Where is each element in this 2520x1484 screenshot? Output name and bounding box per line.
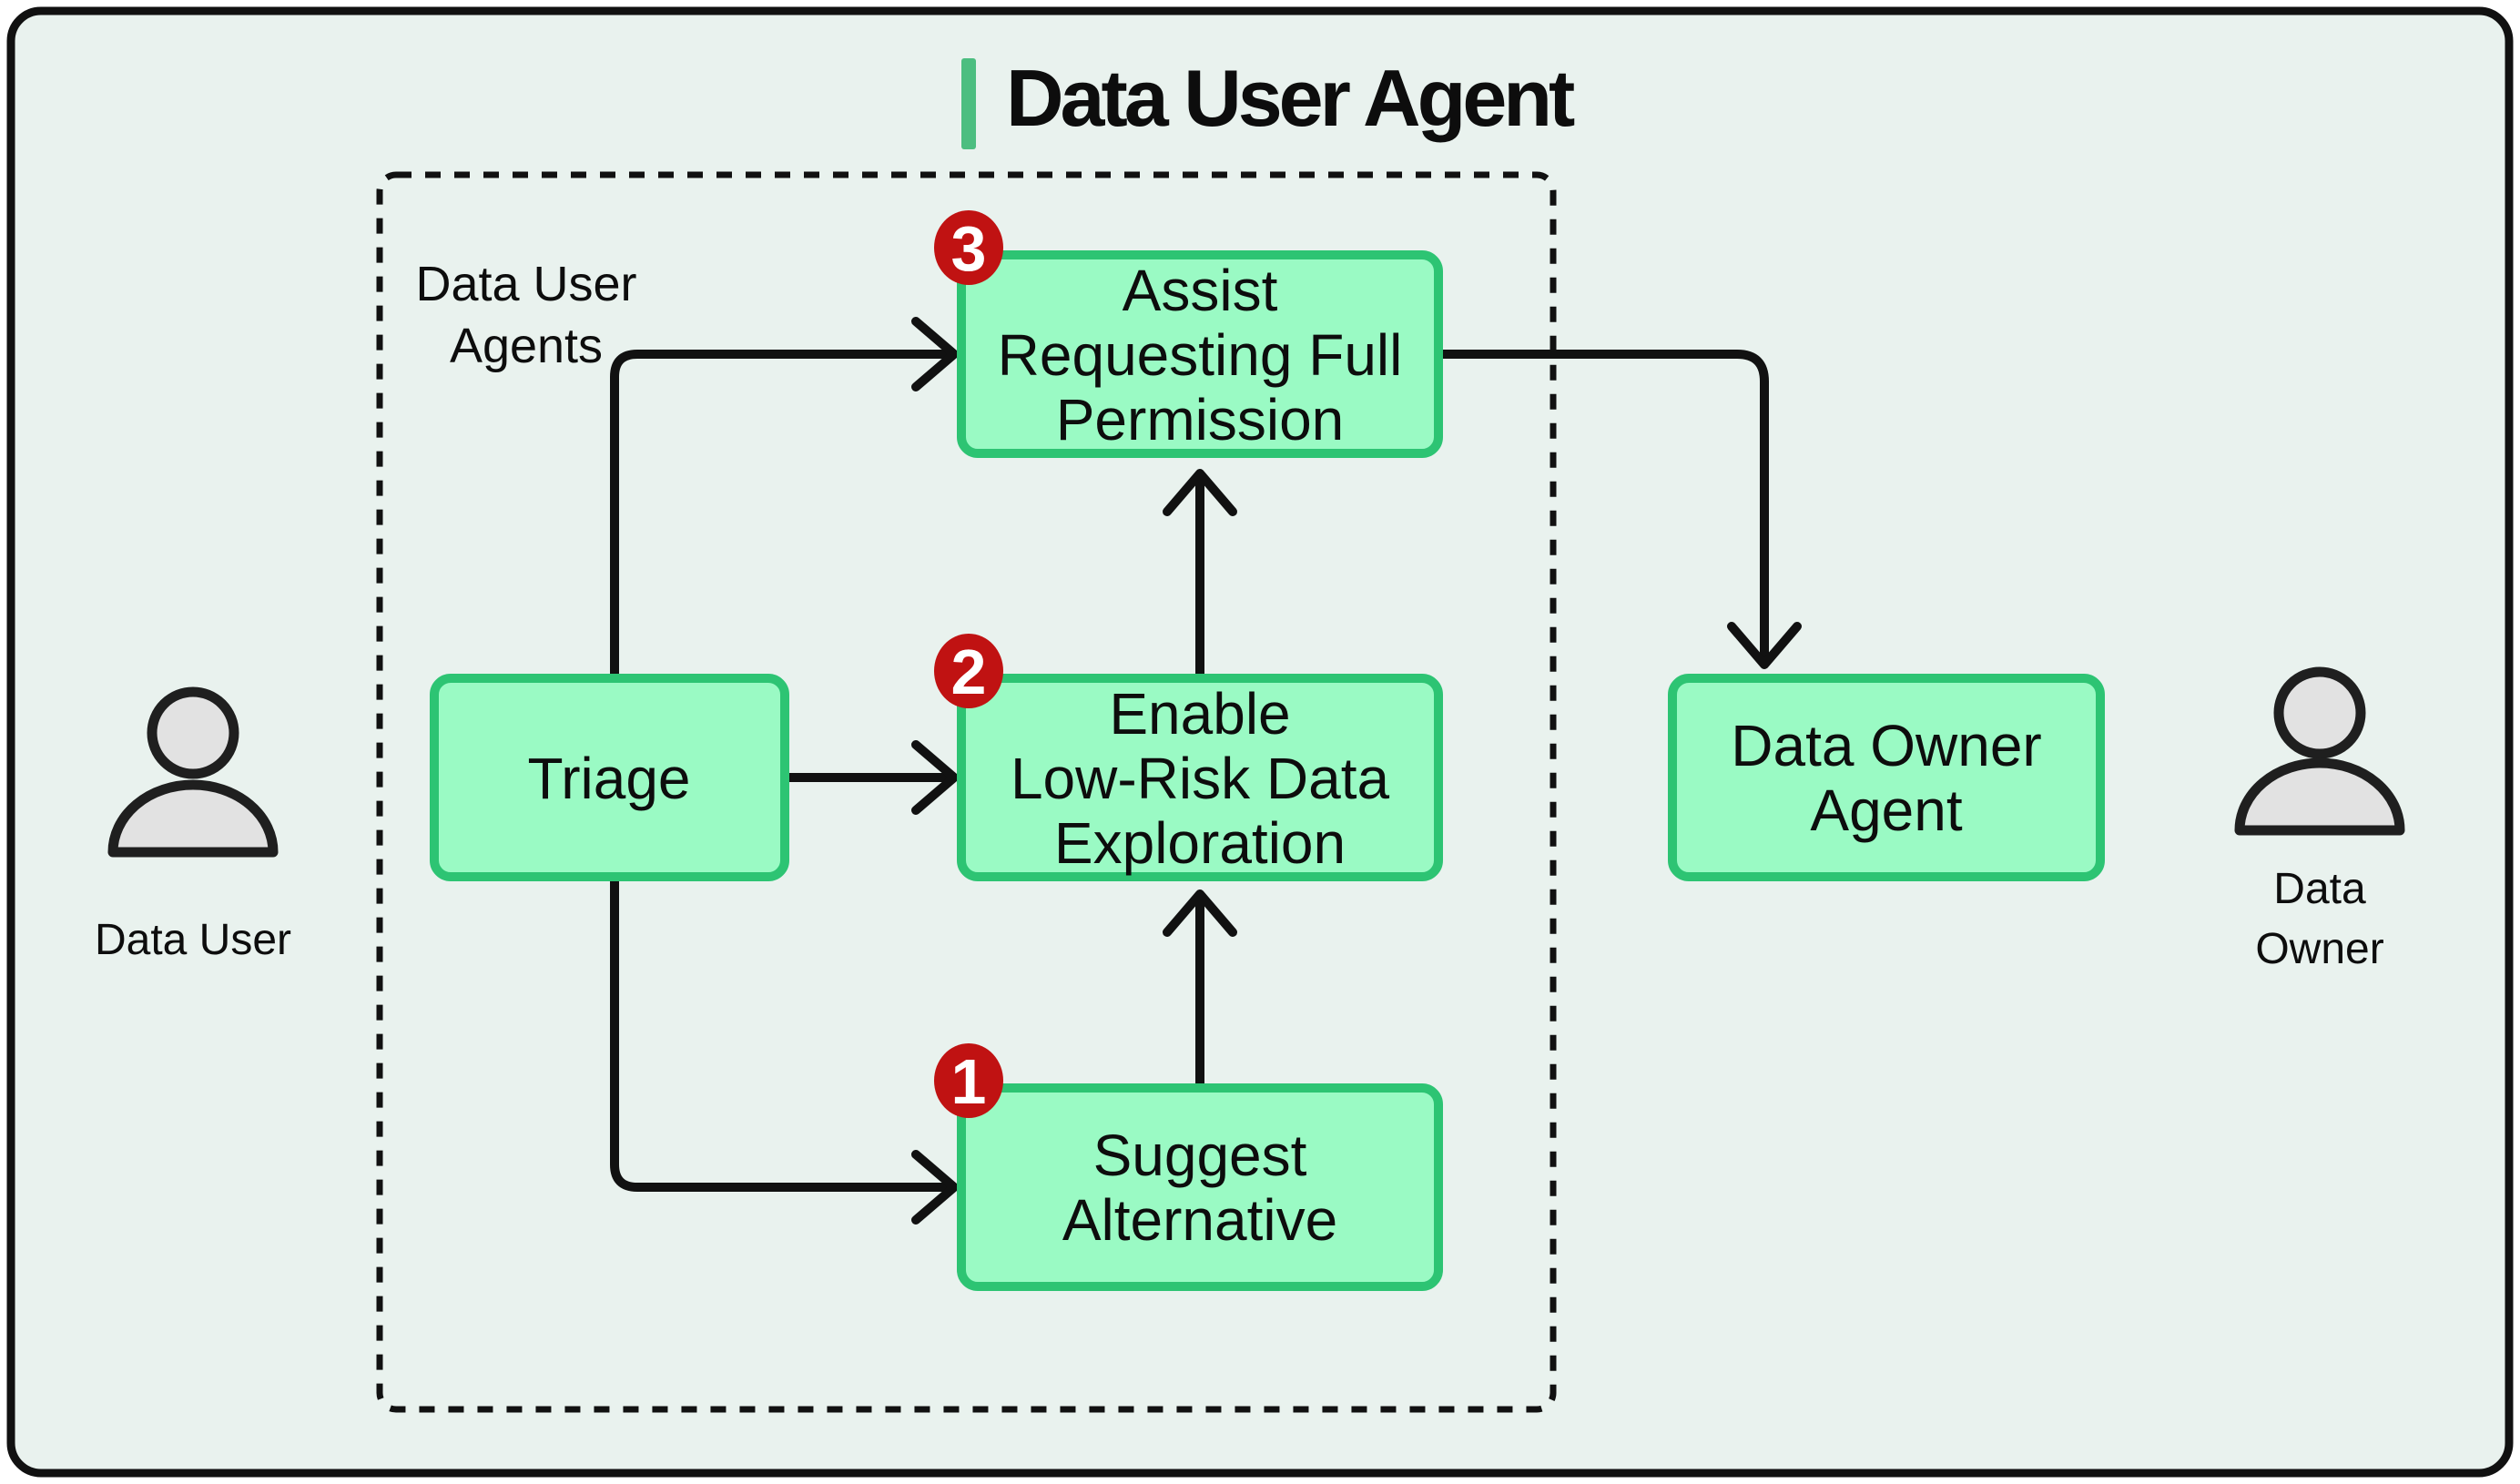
badge-2-number: 2 <box>951 636 987 707</box>
badge-1-number: 1 <box>951 1046 987 1117</box>
arrowhead-triage-to-suggest <box>911 1150 959 1225</box>
person-icon-body <box>107 779 279 858</box>
person-icon <box>107 686 279 858</box>
node-enable-label-line1: Enable <box>1109 681 1290 747</box>
edge-triage-to-suggest <box>610 872 953 1192</box>
person-icon-head <box>147 686 239 779</box>
cluster-data-user-agents: Data User Agents <box>376 171 1557 1413</box>
node-assist-label-line1: Assist <box>1123 258 1278 323</box>
node-enable-low-risk-data-exploration: Enable Low-Risk Data Exploration 2 <box>934 634 1443 881</box>
node-owner-agent-label-line2: Agent <box>1810 778 1962 843</box>
data-user-label: Data User <box>95 916 291 964</box>
actor-data-owner: Data Owner <box>2234 666 2405 973</box>
page-title: Data User Agent <box>1006 53 1575 143</box>
edge-assist-to-owner-agent <box>1434 350 1769 662</box>
actor-data-user: Data User <box>95 686 291 964</box>
badge-3-circle <box>934 210 1003 285</box>
node-suggest-alternative: Suggest Alternative 1 <box>934 1043 1443 1291</box>
title-block: Data User Agent <box>961 53 1579 149</box>
title-accent-bar <box>961 58 976 149</box>
node-suggest-box <box>957 1083 1443 1291</box>
node-suggest-label-line2: Alternative <box>1062 1187 1337 1253</box>
node-owner-agent-box <box>1668 674 2105 881</box>
node-suggest-label-line1: Suggest <box>1093 1123 1307 1188</box>
node-assist-box <box>957 250 1443 458</box>
cluster-label-line1: Data User <box>415 257 636 311</box>
cluster-label-line2: Agents <box>450 319 603 373</box>
node-assist-requesting-full-permission: Assist Requesting Full Permission 3 <box>934 210 1443 458</box>
data-owner-label-line1: Data <box>2273 865 2366 913</box>
arrowhead-suggest-to-enable <box>1163 889 1237 937</box>
arrowhead-assist-to-owner-agent <box>1727 622 1802 669</box>
badge-3-number: 3 <box>951 213 987 284</box>
node-triage-label: Triage <box>527 746 690 811</box>
badge-1-circle <box>934 1043 1003 1118</box>
person-icon-head <box>2273 666 2366 759</box>
data-owner-label-line2: Owner <box>2255 925 2383 973</box>
badge-2-circle <box>934 634 1003 708</box>
person-icon <box>2234 666 2405 836</box>
node-triage: Triage <box>430 674 789 881</box>
arrowhead-enable-to-assist <box>1163 469 1237 516</box>
node-owner-agent-label-line1: Data Owner <box>1731 713 2041 778</box>
edge-triage-to-assist <box>610 350 953 683</box>
node-assist-label-line2: Requesting Full <box>998 322 1403 388</box>
node-assist-label-line3: Permission <box>1056 387 1345 452</box>
arrowhead-triage-to-enable <box>911 740 959 815</box>
arrowhead-triage-to-assist <box>911 317 959 391</box>
node-enable-label-line3: Exploration <box>1054 810 1346 876</box>
person-icon-body <box>2234 757 2405 836</box>
node-triage-box <box>430 674 789 881</box>
node-enable-box <box>957 674 1443 881</box>
node-data-owner-agent: Data Owner Agent <box>1668 674 2105 881</box>
node-enable-label-line2: Low-Risk Data <box>1011 746 1390 811</box>
